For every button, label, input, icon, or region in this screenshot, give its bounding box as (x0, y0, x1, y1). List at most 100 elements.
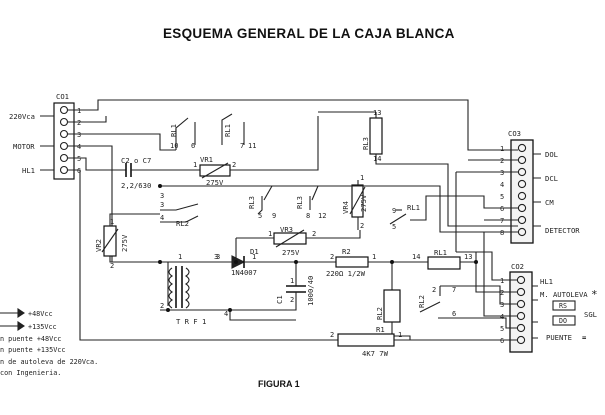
svg-text:1: 1 (110, 218, 114, 226)
co2-pin-2: 2 (500, 289, 504, 297)
svg-text:3: 3 (216, 253, 220, 261)
co3-pin-1: 1 (500, 145, 504, 153)
connector-co3: CO3 1 2 3 4 5 6 7 8 (500, 129, 534, 244)
svg-text:14: 14 (373, 155, 381, 163)
label-r1-value: 4K7 7W (362, 349, 389, 358)
svg-text:1: 1 (252, 253, 256, 261)
note-135vcc: +135Vcc (28, 323, 57, 331)
svg-text:2: 2 (330, 331, 334, 339)
svg-text:2: 2 (160, 302, 164, 310)
note-puente-48: n puente +48Vcc (0, 335, 61, 343)
svg-text:2: 2 (110, 262, 114, 270)
svg-text:3: 3 (160, 201, 164, 209)
label-r1: R1 (376, 325, 385, 334)
note-ingenieria: con Ingenieria. (0, 369, 61, 377)
svg-text:2: 2 (290, 296, 294, 304)
label-hl1-right: HL1 (540, 277, 553, 286)
label-trf1: T R F 1 (176, 317, 206, 326)
label-rl3-top: RL3 (361, 137, 370, 150)
co3-pin-2: 2 (500, 157, 504, 165)
label-rl2-coil: RL2 (375, 307, 384, 320)
label-r2: R2 (342, 247, 351, 256)
svg-text:1: 1 (193, 161, 197, 169)
co2-pin-6: 6 (500, 337, 504, 345)
svg-text:5: 5 (392, 223, 396, 231)
co2-pin-3: 3 (500, 301, 504, 309)
connector-co1: CO1 1 2 3 4 5 6 (53, 92, 81, 180)
co3-label: CO3 (508, 129, 521, 138)
label-star: * (591, 288, 598, 301)
label-220vca: 220Vca (9, 112, 35, 121)
label-detector: DETECTOR (545, 226, 580, 235)
svg-text:1: 1 (178, 253, 182, 261)
label-rl3-mid-a: RL3 (247, 196, 256, 209)
label-do: DO (559, 317, 567, 325)
label-vr1: VR1 (200, 155, 213, 164)
label-vr2: VR2 (94, 239, 103, 252)
label-vr4-value: 275V (359, 194, 368, 212)
label-vr1-value: 275V (206, 178, 224, 187)
note-48vcc: +48Vcc (28, 310, 53, 318)
svg-text:5: 5 (258, 212, 262, 220)
svg-text:3: 3 (214, 253, 218, 261)
label-vr3: VR3 (280, 225, 293, 234)
co3-pin-3: 3 (500, 169, 504, 177)
svg-text:2: 2 (330, 253, 334, 261)
co2-pin-4: 4 (500, 313, 504, 321)
svg-text:2: 2 (432, 286, 436, 294)
co1-pin-6: 6 (77, 167, 81, 175)
co1-pin-1: 1 (77, 107, 81, 115)
svg-text:3: 3 (160, 192, 164, 200)
label-c1-value: 1000/40 (306, 276, 315, 306)
label-r2-value: 220Ω 1/2W (326, 269, 366, 278)
co1-pin-3: 3 (77, 131, 81, 139)
label-rl2-a: RL2 (176, 219, 189, 228)
co3-pin-4: 4 (500, 181, 504, 189)
label-c2-c7: C2 o C7 (121, 156, 151, 165)
label-vr3-value: 275V (282, 248, 300, 257)
co1-pin-5: 5 (77, 155, 81, 163)
note-autoleva: n de autoleva de 220Vca. (0, 358, 98, 366)
co3-pin-5: 5 (500, 193, 504, 201)
svg-text:1: 1 (398, 331, 402, 339)
figure-caption: FIGURA 1 (258, 379, 300, 389)
label-motor: MOTOR (13, 142, 35, 151)
label-rl1-b: RL1 (223, 124, 232, 137)
co3-pin-7: 7 (500, 217, 504, 225)
label-hl1-left: HL1 (22, 166, 35, 175)
svg-text:13: 13 (464, 253, 472, 261)
svg-text:12: 12 (318, 212, 326, 220)
label-dol: DOL (545, 150, 558, 159)
co1-pin-2: 2 (77, 119, 81, 127)
connector-co2: CO2 1 2 3 4 5 6 (500, 262, 533, 353)
label-d1: D1 (250, 247, 259, 256)
pin-numbers: 10 6 7 11 13 14 1 2 5 9 8 12 9 5 1 2 3 4… (110, 109, 472, 339)
label-rl2-b: RL2 (417, 295, 426, 308)
co3-pin-8: 8 (500, 229, 504, 237)
label-sgl: SGL (584, 310, 597, 319)
svg-text:9: 9 (392, 207, 396, 215)
label-rl1-coil: RL1 (434, 248, 447, 257)
svg-text:2: 2 (312, 230, 316, 238)
diagram-title: ESQUEMA GENERAL DE LA CAJA BLANCA (163, 26, 455, 41)
junction-dots (158, 184, 478, 312)
svg-text:14: 14 (412, 253, 420, 261)
svg-text:6: 6 (191, 142, 195, 150)
svg-text:6: 6 (452, 310, 456, 318)
label-rl1-c: RL1 (407, 203, 420, 212)
label-dcl: DCL (545, 174, 558, 183)
label-rl1-a: RL1 (169, 124, 178, 137)
notes: +48Vcc +135Vcc n puente +48Vcc n puente … (0, 310, 98, 377)
label-d1-value: 1N4007 (231, 268, 257, 277)
label-autoleva: M. AUTOLEVA (540, 290, 588, 299)
svg-text:9: 9 (272, 212, 276, 220)
wiring (0, 99, 518, 347)
co1-pin-4: 4 (77, 143, 81, 151)
co2-pin-1: 1 (500, 277, 504, 285)
label-cm: CM (545, 198, 554, 207)
label-c1: C1 (275, 295, 284, 304)
label-rs: RS (559, 302, 567, 310)
co2-pin-5: 5 (500, 325, 504, 333)
svg-text:11: 11 (248, 142, 256, 150)
